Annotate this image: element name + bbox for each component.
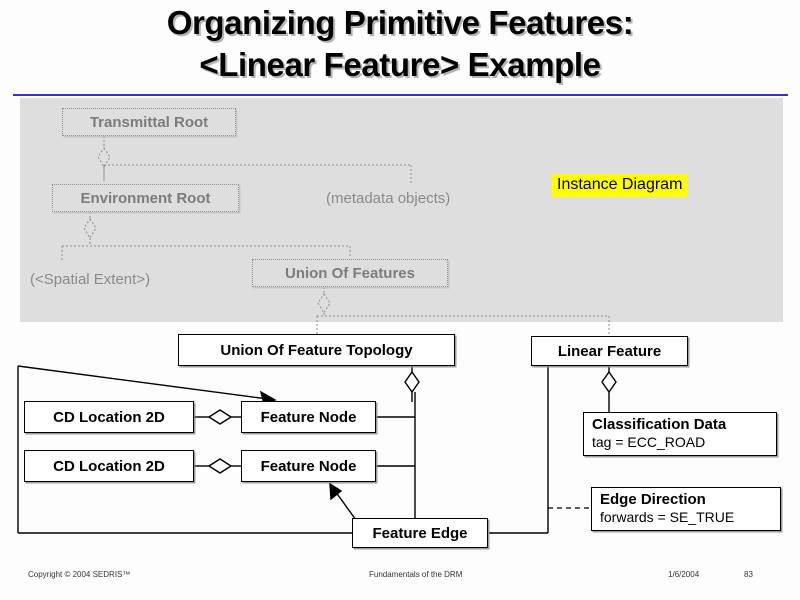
node-label: Union Of Features (284, 264, 415, 282)
label-spatial-extent: (<Spatial Extent>) (30, 271, 151, 288)
slide-title: Organizing Primitive Features: <Linear F… (0, 2, 800, 86)
instance-diagram-highlight: Instance Diagram (552, 174, 688, 197)
node-attribute: forwards = SE_TRUE (600, 509, 735, 525)
title-line-2: <Linear Feature> Example (199, 46, 601, 83)
slide-footer: Copyright © 2004 SEDRIS™ Fundamentals of… (0, 570, 800, 588)
title-divider-rule (13, 94, 788, 96)
label-metadata-objects: (metadata objects) (326, 190, 451, 207)
node-label: CD Location 2D (53, 457, 165, 475)
node-edge-direction[interactable]: Edge Direction forwards = SE_TRUE (591, 487, 781, 531)
node-label: Environment Root (80, 189, 211, 207)
node-cd-location-2d-upper[interactable]: CD Location 2D (24, 401, 194, 433)
node-feature-node-upper[interactable]: Feature Node (241, 401, 376, 433)
node-classification-data[interactable]: Classification Data tag = ECC_ROAD (583, 412, 777, 456)
node-label: Linear Feature (557, 342, 662, 360)
footer-page-number: 83 (744, 570, 753, 579)
title-line-1: Organizing Primitive Features: (166, 4, 634, 41)
node-feature-edge[interactable]: Feature Edge (352, 518, 488, 548)
node-label: Feature Node (260, 457, 357, 475)
node-label: Edge Direction (600, 491, 706, 508)
node-label: Feature Edge (372, 524, 468, 542)
node-feature-node-lower[interactable]: Feature Node (241, 450, 376, 482)
node-union-of-features[interactable]: Union Of Features (252, 259, 448, 287)
node-environment-root[interactable]: Environment Root (52, 184, 239, 212)
node-union-of-feature-topology[interactable]: Union Of Feature Topology (178, 334, 455, 366)
node-linear-feature[interactable]: Linear Feature (531, 336, 688, 366)
node-label: Union Of Feature Topology (220, 341, 413, 359)
node-label: Transmittal Root (89, 113, 209, 131)
node-label: Feature Node (260, 408, 357, 426)
node-attribute: tag = ECC_ROAD (592, 434, 706, 450)
footer-date: 1/6/2004 (668, 570, 700, 579)
node-cd-location-2d-lower[interactable]: CD Location 2D (24, 450, 194, 482)
node-label: Classification Data (592, 416, 727, 433)
node-label: CD Location 2D (53, 408, 165, 426)
footer-deck-title: Fundamentals of the DRM (369, 570, 463, 579)
node-transmittal-root[interactable]: Transmittal Root (62, 108, 236, 136)
footer-copyright: Copyright © 2004 SEDRIS™ (28, 570, 131, 579)
